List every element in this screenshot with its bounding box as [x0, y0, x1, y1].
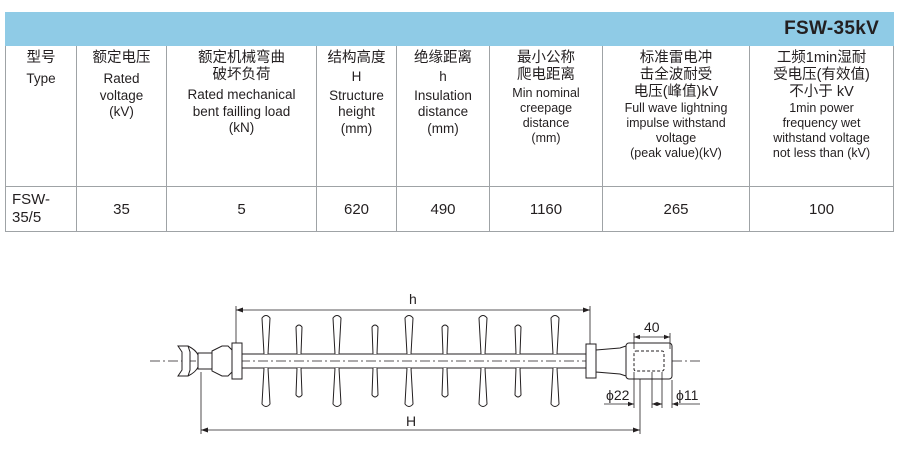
header-label-en: voltage — [99, 87, 144, 103]
label-diameter-11: ϕ11 — [676, 387, 699, 403]
dimension-40 — [633, 333, 671, 349]
cell-rated-voltage: 35 — [76, 186, 167, 232]
header-label-en: Type — [26, 71, 56, 86]
shed — [261, 315, 271, 407]
header-structure-height: 结构高度 H Structure height (mm) — [316, 45, 397, 187]
title-row: FSW-35kV — [4, 12, 895, 46]
header-label-en: voltage — [655, 131, 697, 145]
header-label-zh: 绝缘距离 — [414, 50, 472, 66]
header-label-zh: 额定机械弯曲 — [198, 50, 285, 66]
insulator-drawing: h H 40 ϕ22 ϕ11 — [150, 291, 700, 434]
cell-creepage-distance: 1160 — [489, 186, 603, 232]
header-label-zh: 型号 — [26, 50, 56, 66]
header-label-zh: 最小公称 — [517, 50, 575, 66]
header-label-zh: 额定电压 — [92, 50, 151, 66]
header-label-en: distance — [522, 116, 570, 130]
header-label-en: (peak value)(kV) — [630, 146, 722, 160]
spec-table: FSW-35kV 型号 Type 额定电压 Rated voltage (kV)… — [4, 12, 895, 232]
header-label-en: 1min power — [789, 101, 854, 115]
header-insulation-distance: 绝缘距离 h Insulation distance (mm) — [396, 45, 490, 187]
dimension-H — [200, 372, 641, 434]
header-label-en: impulse withstand — [626, 116, 726, 130]
header-label-en: Full wave lightning — [624, 101, 728, 115]
shed — [550, 315, 560, 407]
cell-type-line: FSW- — [12, 191, 51, 208]
header-label-en: Rated — [103, 71, 140, 86]
header-type: 型号 Type — [5, 45, 77, 187]
table-row: FSW- 35/5 35 5 620 490 1160 265 100 — [5, 186, 895, 232]
header-rated-voltage: 额定电压 Rated voltage (kV) — [76, 45, 167, 187]
header-label-en: Rated mechanical — [187, 87, 296, 102]
table-title: FSW-35kV — [4, 12, 895, 46]
dimension-diameters — [604, 372, 700, 408]
header-label-zh: 不小于 kV — [789, 84, 854, 100]
header-label-zh: 破坏负荷 — [212, 67, 271, 83]
cell-structure-height: 620 — [316, 186, 397, 232]
header-label-zh: 电压(峰值)kV — [633, 84, 719, 100]
header-label-en: (kN) — [228, 120, 255, 135]
header-label-en: not less than (kV) — [772, 146, 871, 160]
header-label-en: (mm) — [340, 120, 373, 136]
header-label-zh: 标准雷电冲 — [639, 50, 713, 66]
left-end-fitting — [177, 342, 243, 380]
header-label-zh: 击全波耐受 — [639, 67, 713, 83]
header-label-en: (mm) — [427, 120, 459, 136]
header-bending-load: 额定机械弯曲 破坏负荷 Rated mechanical bent failli… — [166, 45, 317, 187]
shed — [514, 324, 522, 398]
dimension-h — [235, 306, 591, 344]
header-label-en: h — [439, 69, 447, 84]
header-label-zh: 结构高度 — [327, 50, 386, 66]
label-H: H — [406, 413, 416, 429]
label-40: 40 — [644, 319, 660, 335]
header-row: 型号 Type 额定电压 Rated voltage (kV) 额定机械弯曲 破… — [5, 45, 895, 187]
header-label-en: distance — [417, 104, 469, 119]
header-label-zh: 爬电距离 — [517, 67, 575, 83]
cell-bending-load: 5 — [166, 186, 317, 232]
cell-type: FSW- 35/5 — [5, 186, 77, 232]
header-label-en: (kV) — [109, 104, 134, 119]
cell-power-freq-voltage: 100 — [748, 186, 895, 232]
shed — [371, 324, 379, 398]
right-end-fitting — [585, 342, 673, 380]
header-label-en: Insulation — [414, 87, 472, 103]
header-label-en: creepage — [519, 101, 573, 115]
header-creepage-distance: 最小公称 爬电距离 Min nominal creepage distance … — [489, 45, 603, 187]
header-label-en: H — [351, 69, 362, 84]
header-impulse-voltage: 标准雷电冲 击全波耐受 电压(峰值)kV Full wave lightning… — [602, 45, 750, 187]
cell-insulation-distance: 490 — [396, 186, 490, 232]
label-h: h — [409, 291, 417, 307]
header-label-en: height — [338, 104, 375, 119]
sheds — [261, 315, 560, 407]
header-label-zh: 受电压(有效值) — [773, 67, 870, 83]
shed — [332, 315, 342, 407]
header-label-en: frequency wet — [782, 116, 861, 130]
header-label-en: Structure — [329, 87, 384, 103]
header-label-en: (mm) — [531, 131, 561, 145]
cell-impulse-voltage: 265 — [602, 186, 750, 232]
cell-type-line: 35/5 — [12, 209, 42, 226]
label-diameter-22: ϕ22 — [606, 387, 630, 403]
shed — [441, 324, 449, 398]
header-label-en: Min nominal — [512, 86, 580, 100]
shed — [404, 315, 414, 407]
header-label-en: withstand voltage — [773, 131, 870, 145]
header-power-freq-voltage: 工频1min湿耐 受电压(有效值) 不小于 kV 1min power freq… — [748, 45, 895, 187]
shed — [295, 324, 303, 398]
shed — [478, 315, 488, 407]
header-label-zh: 工频1min湿耐 — [776, 50, 867, 66]
header-label-en: bent failling load — [192, 103, 291, 119]
